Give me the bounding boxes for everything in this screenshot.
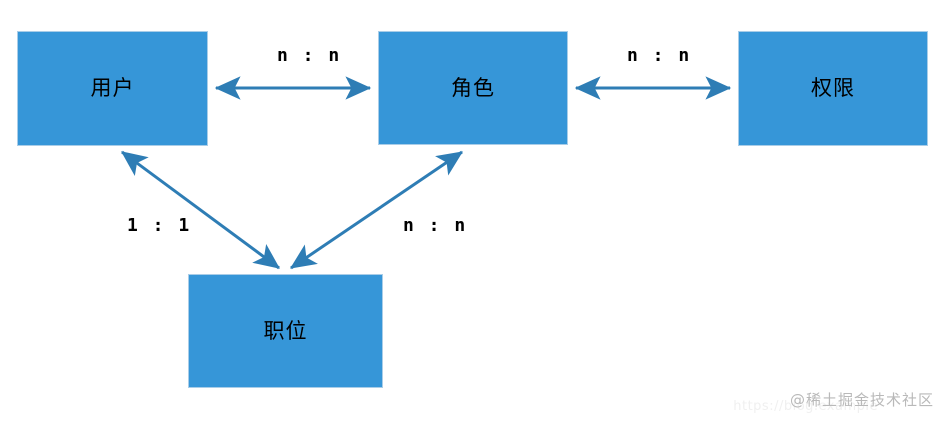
arrow-position-role [290,150,463,270]
cardinality-label-user-role: n : n [277,45,342,66]
entity-box-position[interactable]: 职位 [188,274,383,388]
entity-box-user[interactable]: 用户 [17,31,208,146]
cardinality-label-position-user: 1 : 1 [127,215,192,236]
entity-box-role[interactable]: 角色 [378,31,568,145]
cardinality-label-role-permission: n : n [627,45,692,66]
entity-label-user: 用户 [90,76,135,100]
watermark-text: @稀土掘金技术社区 [789,391,934,409]
entity-box-permission[interactable]: 权限 [738,31,928,146]
arrow-position-user [121,150,280,270]
entity-label-role: 角色 [451,75,495,100]
entity-label-position: 职位 [263,318,308,343]
cardinality-label-position-role: n : n [403,215,468,236]
watermark-url: https://blog.example [733,399,878,414]
entity-label-permission: 权限 [811,76,855,100]
